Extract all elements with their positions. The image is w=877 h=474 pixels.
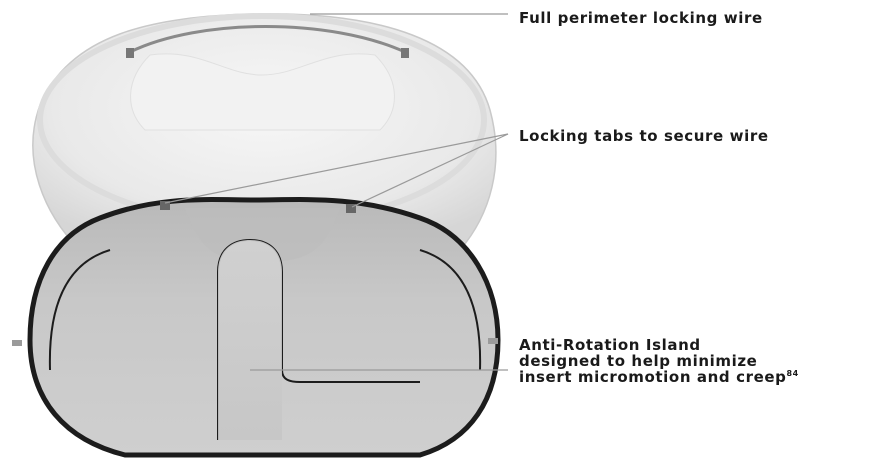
island-fill — [218, 240, 282, 440]
label-anti-rotation: Anti-Rotation Island designed to help mi… — [519, 337, 799, 385]
tibial-tray — [12, 200, 498, 455]
wire-tab-top-right — [401, 48, 409, 58]
side-tab-left — [12, 340, 22, 346]
anti-rotation-title: Anti-Rotation Island — [519, 337, 799, 353]
anti-rotation-desc-2: insert micromotion and creep84 — [519, 369, 799, 385]
reference-superscript: 84 — [786, 369, 798, 378]
wire-tab-top-left — [126, 48, 134, 58]
label-locking-tabs: Locking tabs to secure wire — [519, 128, 769, 144]
side-tab-right — [488, 338, 498, 344]
label-perimeter-wire: Full perimeter locking wire — [519, 10, 763, 26]
anti-rotation-desc-1: designed to help minimize — [519, 353, 799, 369]
